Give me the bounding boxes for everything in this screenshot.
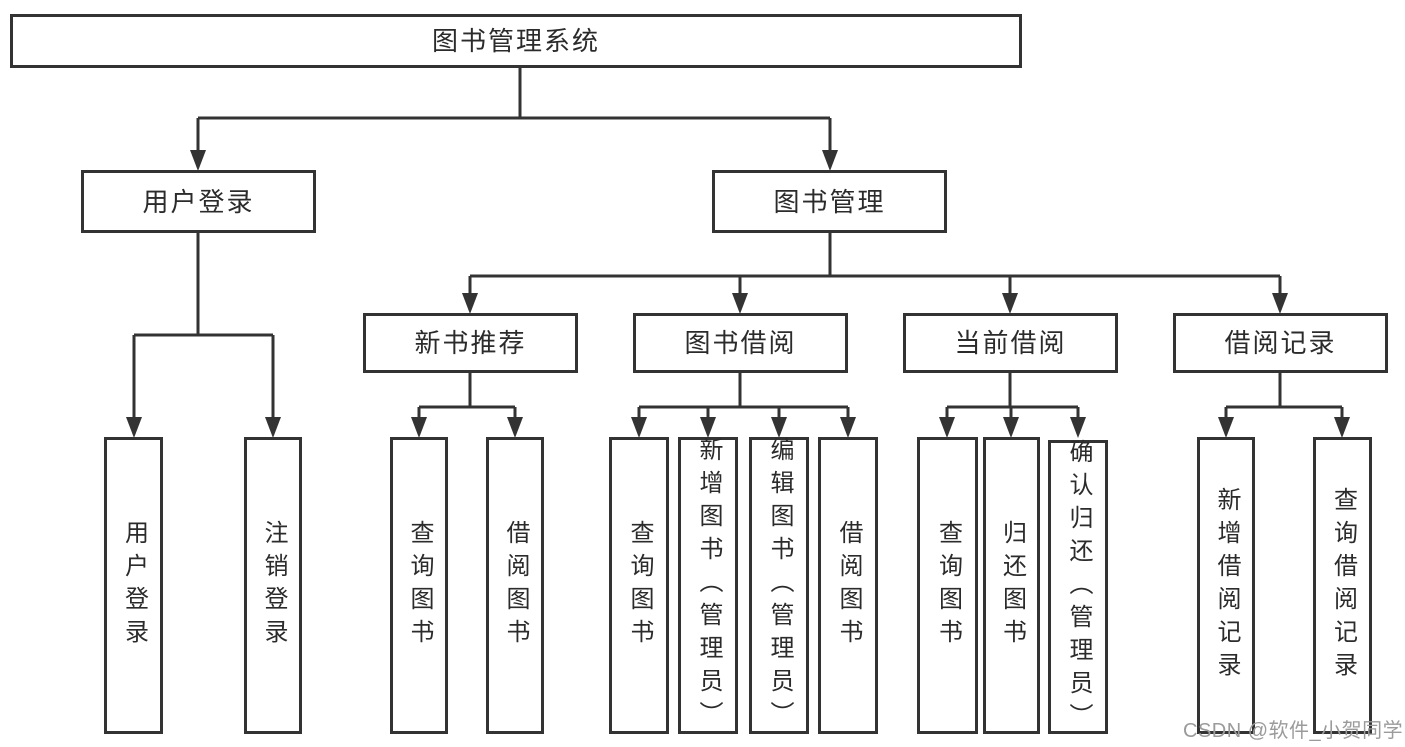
- leaf-query-books-borrow: 查询图书: [609, 437, 669, 734]
- connector-book-borrow: [637, 373, 850, 418]
- csdn-watermark: CSDN @软件_小贺同学: [1183, 720, 1404, 742]
- connector-new-book: [417, 373, 517, 418]
- node-borrow-record: 借阅记录: [1173, 313, 1388, 373]
- leaf-logout: 注销登录: [244, 437, 302, 734]
- node-label: 借阅图书: [502, 519, 529, 652]
- node-book-management: 图书管理: [712, 170, 947, 233]
- connector-book-management: [468, 233, 1282, 294]
- node-label: 编辑图书（管理员）: [766, 437, 793, 734]
- node-label: 新书推荐: [414, 328, 527, 358]
- node-label: 查询图书: [934, 519, 962, 652]
- leaf-add-book-admin: 新增图书（管理员）: [678, 437, 738, 734]
- node-label: 查询图书: [406, 519, 433, 652]
- node-label: 用户登录: [120, 519, 148, 652]
- connector-current-borrow: [945, 373, 1080, 418]
- connector-user-login: [132, 233, 275, 418]
- leaf-return-book: 归还图书: [983, 437, 1040, 734]
- leaf-borrow-books-recommend: 借阅图书: [486, 437, 544, 734]
- node-label: 新增图书（管理员）: [695, 437, 722, 734]
- node-label: 借阅记录: [1224, 328, 1337, 358]
- leaf-add-borrow-record: 新增借阅记录: [1197, 437, 1255, 734]
- leaf-query-books-current: 查询图书: [917, 437, 978, 734]
- node-label: 图书管理系统: [431, 26, 600, 56]
- leaf-borrow-books: 借阅图书: [818, 437, 878, 734]
- node-new-book-recommend: 新书推荐: [363, 313, 578, 373]
- node-label: 图书管理: [773, 186, 886, 217]
- leaf-edit-book-admin: 编辑图书（管理员）: [749, 437, 809, 734]
- node-label: 用户登录: [142, 186, 255, 217]
- node-label: 图书借阅: [684, 328, 797, 358]
- node-label: 查询图书: [626, 519, 653, 652]
- node-label: 查询借阅记录: [1329, 486, 1357, 685]
- node-label: 注销登录: [260, 519, 287, 652]
- leaf-query-borrow-record: 查询借阅记录: [1313, 437, 1372, 734]
- leaf-query-books-recommend: 查询图书: [390, 437, 448, 734]
- node-label: 归还图书: [998, 519, 1026, 652]
- node-label: 新增借阅记录: [1213, 486, 1240, 685]
- node-current-borrow: 当前借阅: [903, 313, 1118, 373]
- node-label: 当前借阅: [954, 328, 1067, 358]
- connector-borrow-record: [1224, 373, 1344, 418]
- node-library-management-system: 图书管理系统: [10, 14, 1022, 68]
- connector-root: [196, 68, 832, 151]
- leaf-confirm-return-admin: 确认归还（管理员）: [1048, 438, 1108, 736]
- node-label: 借阅图书: [835, 519, 862, 652]
- leaf-user-login: 用户登录: [104, 437, 163, 734]
- node-book-borrow: 图书借阅: [633, 313, 848, 373]
- node-user-login: 用户登录: [81, 170, 316, 233]
- node-label: 确认归还（管理员）: [1065, 438, 1092, 736]
